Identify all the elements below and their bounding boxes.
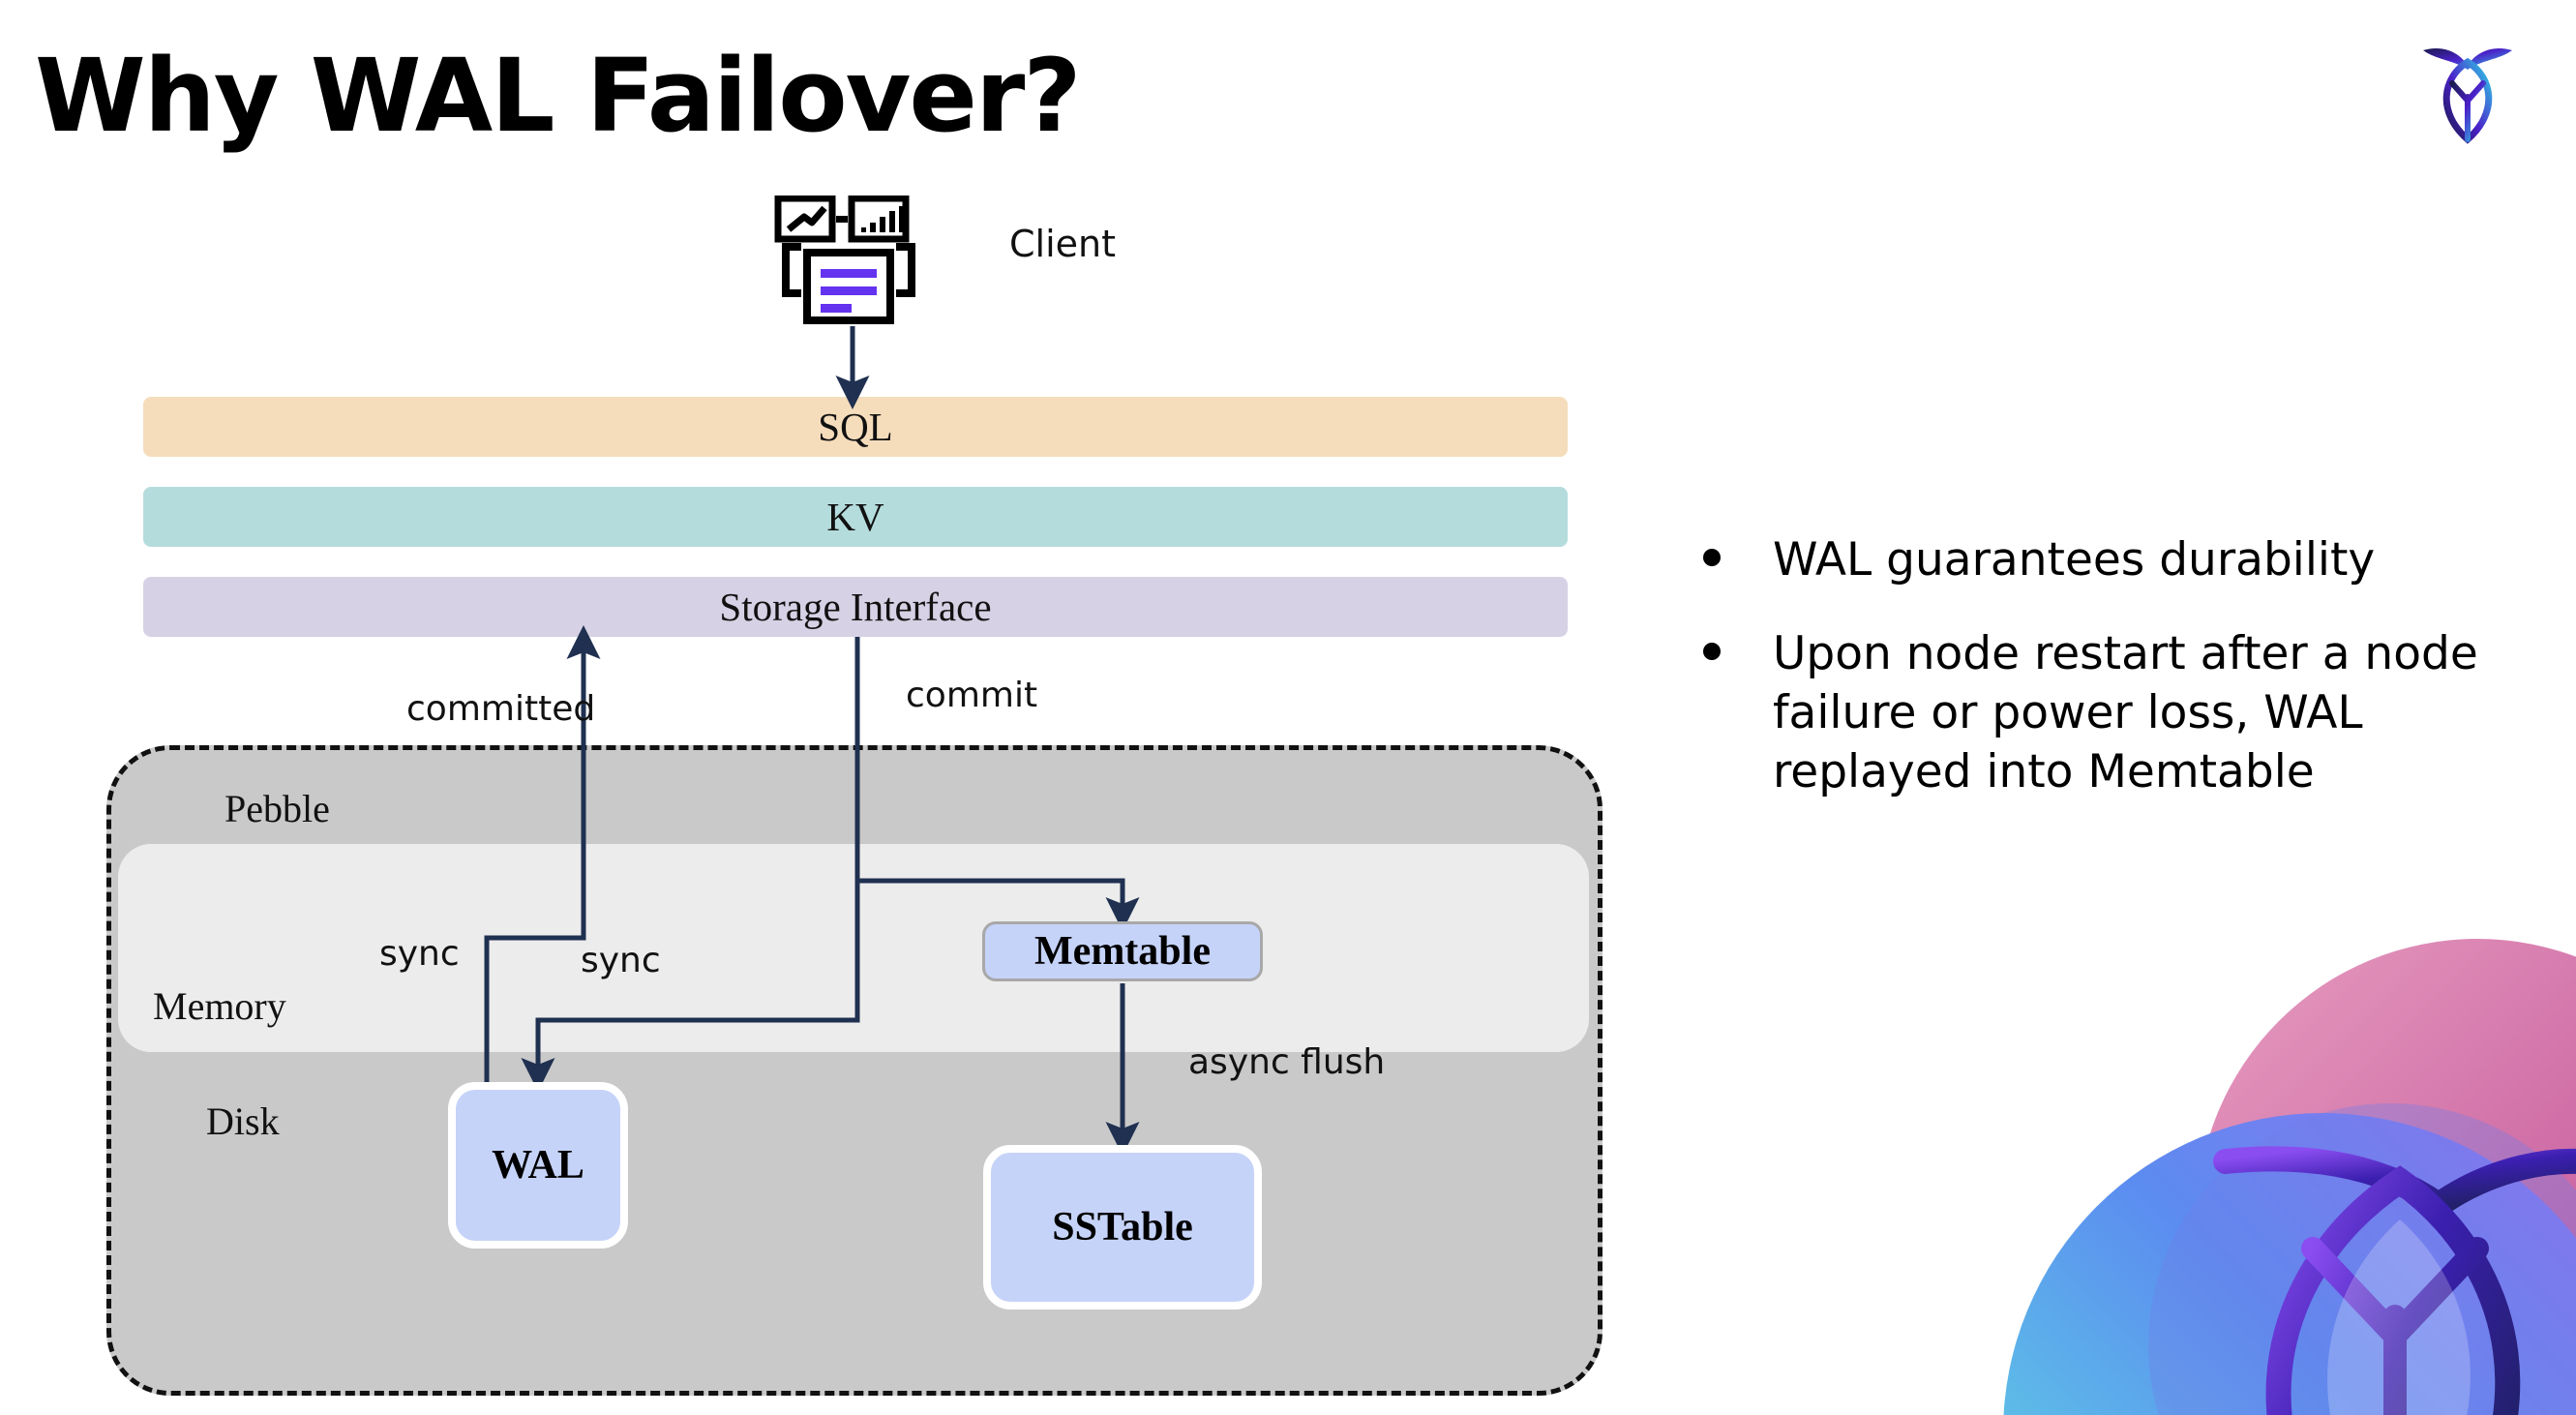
node-sstable-label: SSTable <box>1052 1205 1193 1249</box>
bullet-dot-icon <box>1703 643 1721 661</box>
list-item: WAL guarantees durability <box>1703 530 2516 589</box>
bullet-dot-icon <box>1703 549 1721 566</box>
cockroachdb-logo-icon <box>2423 47 2512 144</box>
layer-sql[interactable]: SQL <box>143 397 1568 457</box>
client-analytics-icon <box>774 196 915 324</box>
edge-label-sync-left: sync <box>379 934 460 974</box>
edge-label-async-flush: async flush <box>1188 1042 1386 1082</box>
cockroachdb-decorative-graphic <box>2003 939 2576 1415</box>
edge-label-commit: commit <box>906 676 1038 715</box>
edge-label-sync-right: sync <box>581 941 661 980</box>
layer-kv-label: KV <box>826 495 884 539</box>
node-wal-label: WAL <box>492 1143 584 1188</box>
page-title: Why WAL Failover? <box>35 37 1082 155</box>
node-wal[interactable]: WAL <box>448 1082 628 1249</box>
client-label: Client <box>1009 223 1117 265</box>
node-memtable-label: Memtable <box>1034 929 1211 974</box>
list-item: Upon node restart after a node failure o… <box>1703 624 2516 801</box>
layer-storage-interface[interactable]: Storage Interface <box>143 577 1568 637</box>
node-sstable[interactable]: SSTable <box>983 1145 1262 1310</box>
bullet-text: WAL guarantees durability <box>1773 533 2376 587</box>
layer-kv[interactable]: KV <box>143 487 1568 547</box>
layer-storage-interface-label: Storage Interface <box>719 585 992 629</box>
disk-label: Disk <box>206 1099 280 1143</box>
layer-sql-label: SQL <box>818 405 893 449</box>
pebble-label: Pebble <box>225 787 330 830</box>
node-memtable[interactable]: Memtable <box>982 921 1263 981</box>
memory-label: Memory <box>153 984 286 1028</box>
memory-region <box>118 844 1589 1052</box>
edge-label-committed: committed <box>406 689 596 729</box>
bullet-text: Upon node restart after a node failure o… <box>1773 627 2478 799</box>
bullet-list: WAL guarantees durability Upon node rest… <box>1703 530 2516 836</box>
